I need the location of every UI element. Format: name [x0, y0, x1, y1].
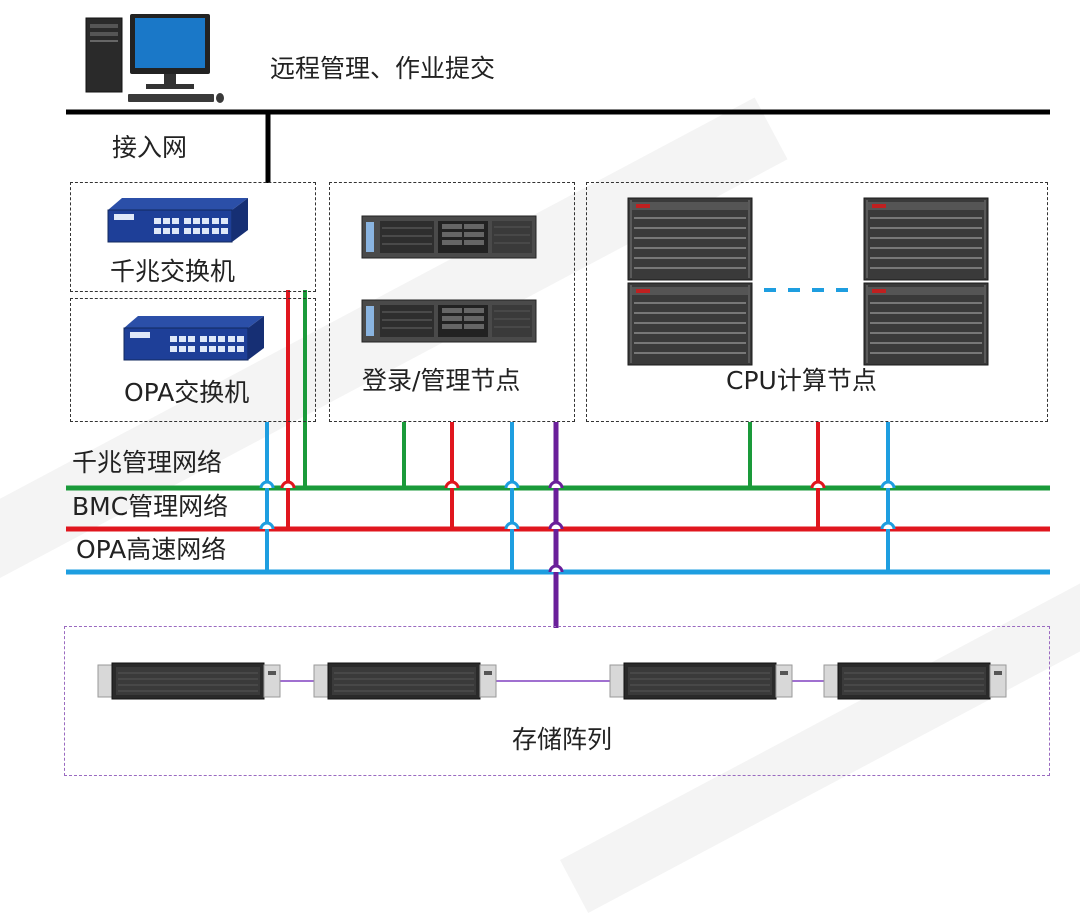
opa-switch-group [70, 298, 316, 422]
login-management-node-group [329, 182, 575, 422]
access-network-label: 接入网 [112, 133, 188, 162]
storage-array-label: 存储阵列 [512, 725, 613, 754]
gigabit-switch-label: 千兆交换机 [110, 257, 236, 286]
cpu-nodes-label: CPU计算节点 [726, 366, 877, 395]
gigabit-switch-group [70, 182, 316, 292]
opa-network-label: OPA高速网络 [76, 535, 227, 564]
opa-switch-label: OPA交换机 [124, 378, 250, 407]
remote-management-label: 远程管理、作业提交 [270, 54, 496, 83]
network-topology-diagram [66, 13, 1050, 700]
bmc-network-label: BMC管理网络 [72, 492, 229, 521]
workstation-computer-icon [85, 13, 225, 104]
gigabit-network-label: 千兆管理网络 [72, 448, 223, 477]
cpu-compute-node-group [586, 182, 1048, 422]
login-nodes-label: 登录/管理节点 [362, 366, 521, 395]
line-crossings [259, 480, 896, 573]
storage-array-group [64, 626, 1050, 776]
